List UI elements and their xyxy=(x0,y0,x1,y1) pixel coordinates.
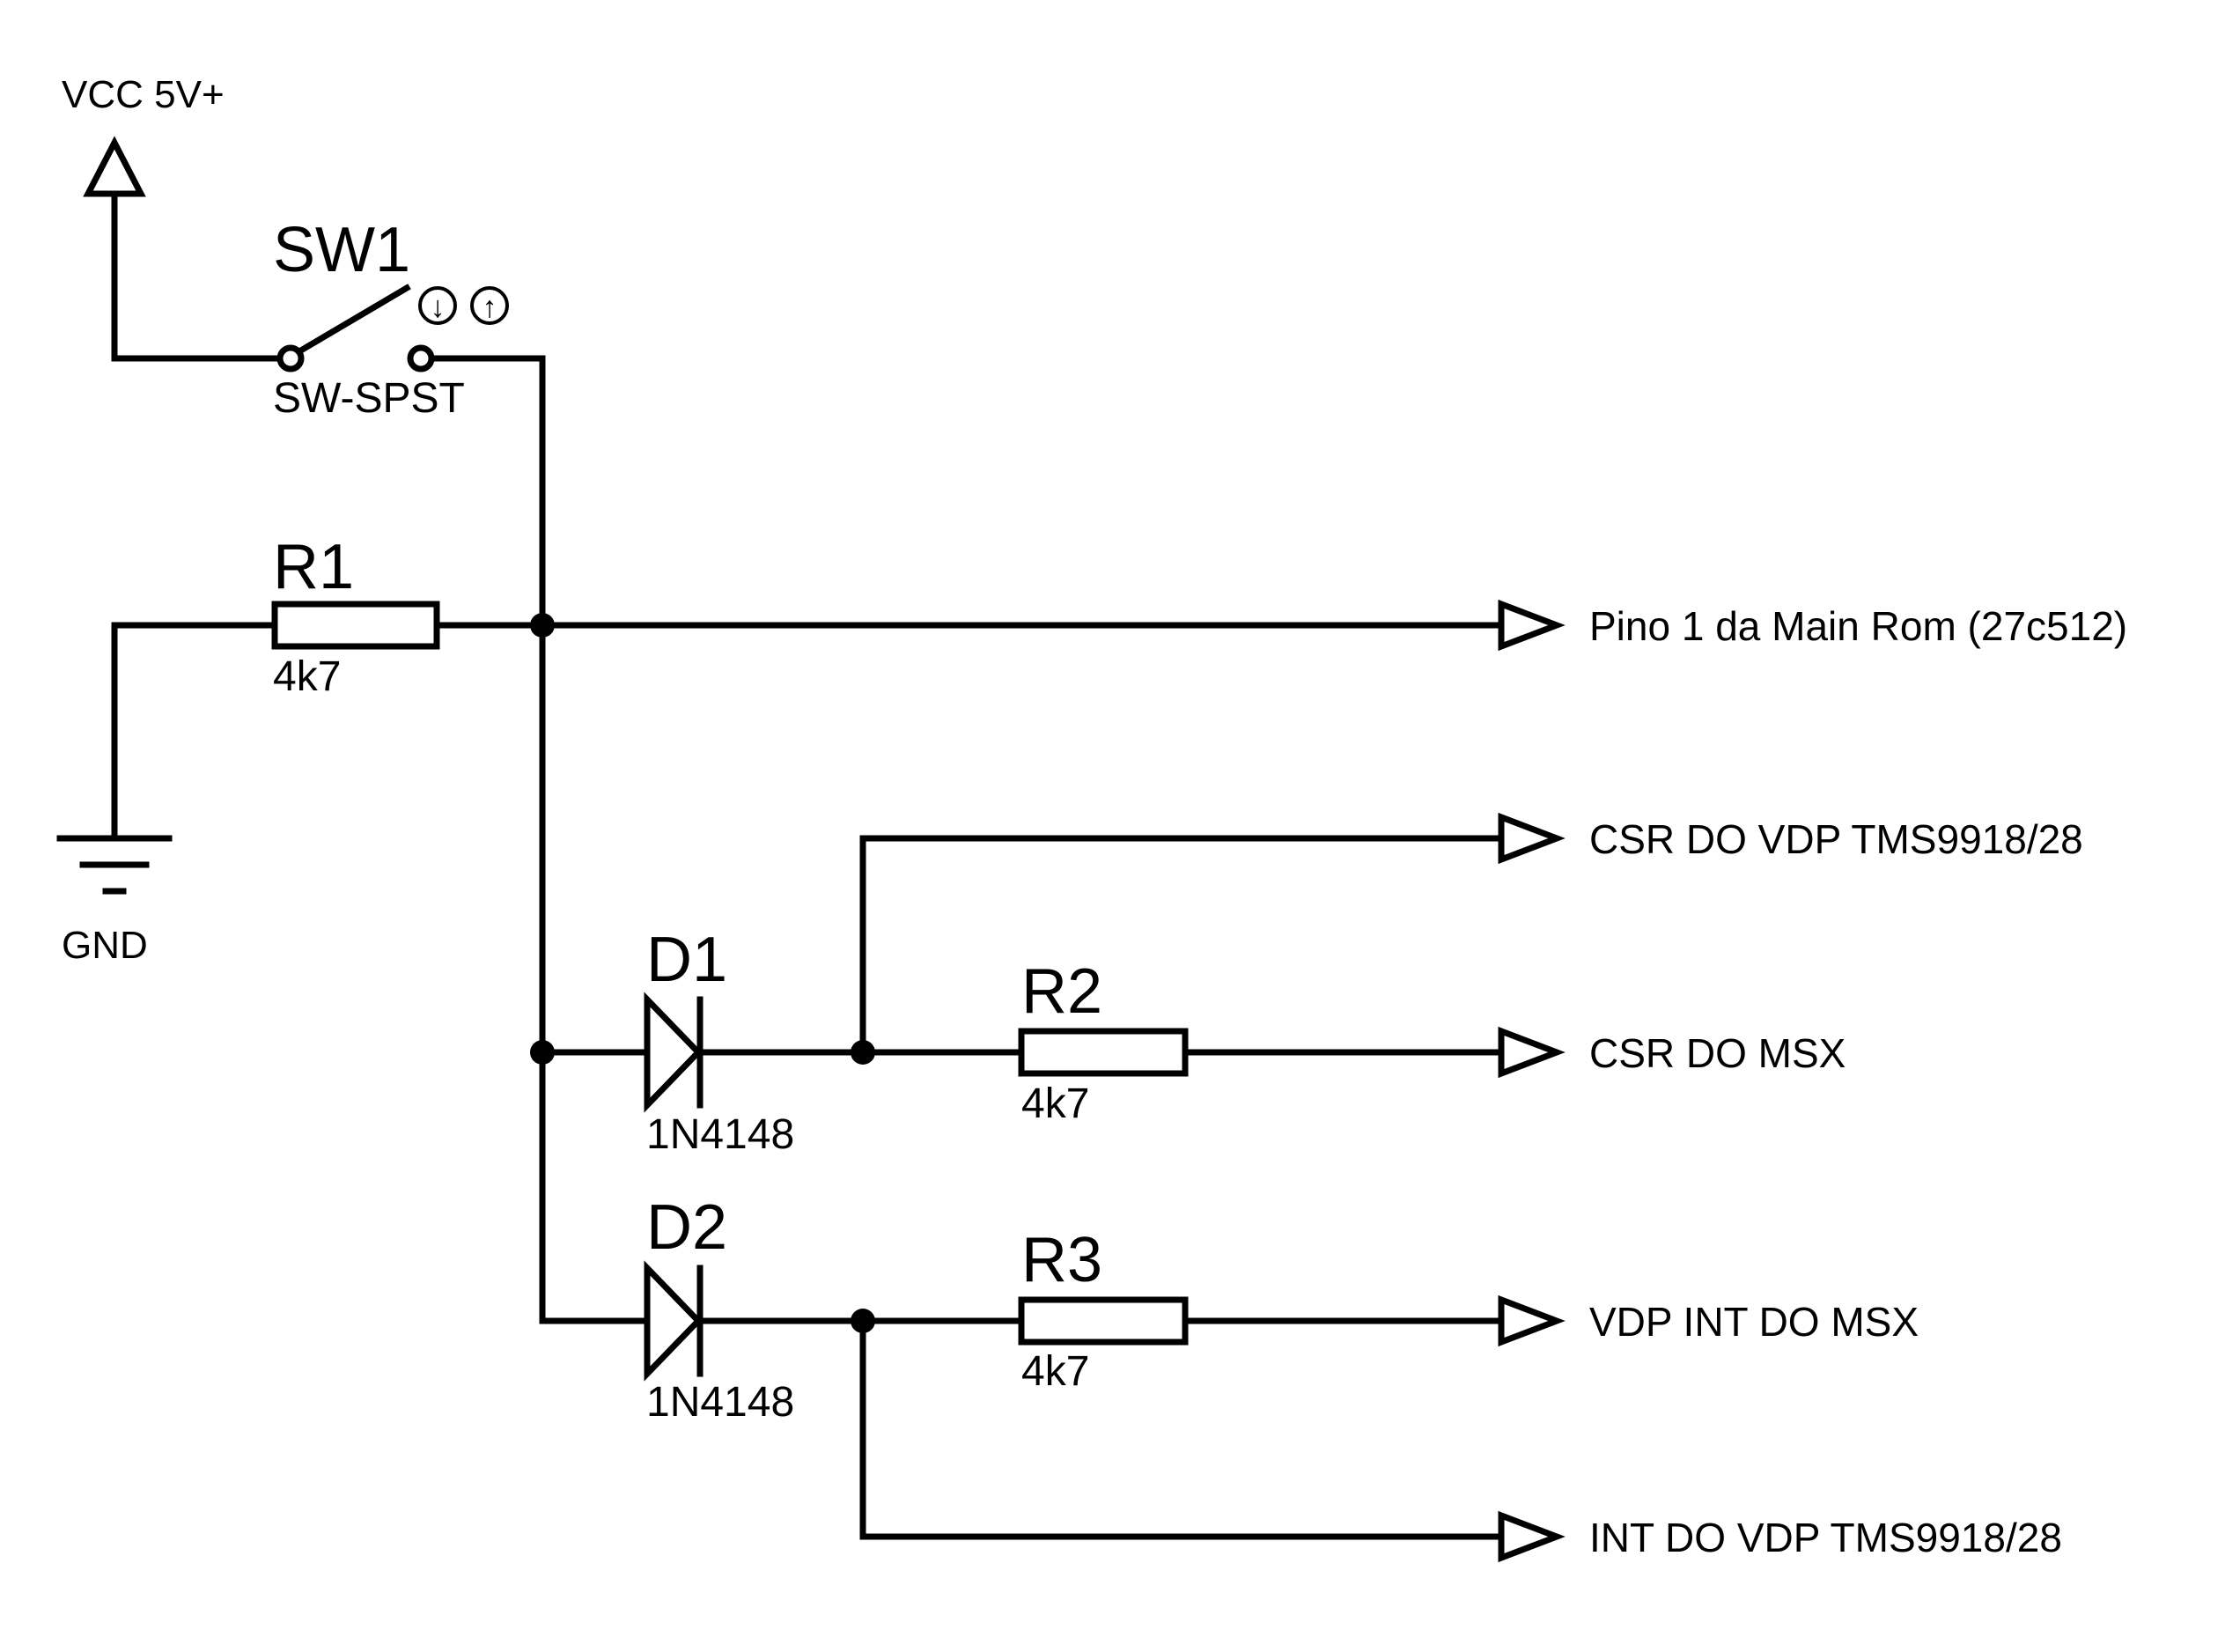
r2-value-label: 4k7 xyxy=(1021,1080,1089,1127)
junction-dot-d1 xyxy=(530,1040,555,1065)
d2-ref-label: D2 xyxy=(646,1192,727,1263)
sw1-down-symbol-icon xyxy=(418,286,457,325)
gnd-label: GND xyxy=(62,924,148,967)
port-arrow-icon-csr-msx xyxy=(1498,1026,1566,1079)
r2-ref-label: R2 xyxy=(1021,956,1102,1027)
r1-value-label: 4k7 xyxy=(273,653,341,700)
vcc-label: VCC 5V+ xyxy=(62,73,225,116)
r3-value-label: 4k7 xyxy=(1021,1348,1089,1395)
r1-ref-label: R1 xyxy=(273,532,354,602)
sw1-up-arrow: ↑ xyxy=(483,291,497,324)
resistor-r1 xyxy=(271,601,440,650)
sw1-left-contact xyxy=(276,344,305,372)
junction-dot-csr xyxy=(851,1040,875,1065)
sw1-ref-label: SW1 xyxy=(273,215,410,285)
sw1-up-symbol-icon xyxy=(470,286,509,325)
sw1-right-contact xyxy=(407,344,435,372)
vcc-power-symbol xyxy=(83,136,146,362)
net-label-csr-msx: CSR DO MSX xyxy=(1589,1030,1846,1076)
r3-ref-label: R3 xyxy=(1021,1225,1102,1295)
d2-triangle-icon xyxy=(644,1260,703,1382)
junction-dot-rom xyxy=(530,613,555,638)
d2-value-label: 1N4148 xyxy=(646,1379,794,1426)
d1-value-label: 1N4148 xyxy=(646,1111,794,1158)
diode-d1 xyxy=(644,992,704,1113)
net-label-vdp-int-msx: VDP INT DO MSX xyxy=(1589,1299,1919,1345)
port-arrow-icon-csr-vdp xyxy=(1498,812,1566,865)
sw1-lever xyxy=(295,284,411,356)
switch-sw1 xyxy=(111,284,546,372)
port-arrow-icon-int-vdp xyxy=(1498,1510,1566,1563)
port-arrow-icon-rom xyxy=(1498,599,1566,652)
sw1-value-label: SW-SPST xyxy=(273,375,465,422)
vcc-arrow-icon xyxy=(83,136,146,197)
junction-dot-int xyxy=(851,1309,875,1333)
sw1-down-arrow: ↓ xyxy=(431,291,446,324)
diode-d2 xyxy=(644,1260,704,1382)
port-arrow-icon-vdp-int-msx xyxy=(1498,1294,1566,1347)
net-label-csr-vdp: CSR DO VDP TMS9918/28 xyxy=(1589,816,2083,862)
resistor-r3 xyxy=(1018,1296,1189,1346)
resistor-r2 xyxy=(1018,1028,1189,1077)
gnd-symbol xyxy=(56,622,173,895)
d1-triangle-icon xyxy=(644,992,703,1113)
d1-ref-label: D1 xyxy=(646,925,727,995)
net-label-int-vdp: INT DO VDP TMS9918/28 xyxy=(1589,1515,2062,1560)
net-label-rom: Pino 1 da Main Rom (27c512) xyxy=(1589,603,2127,649)
